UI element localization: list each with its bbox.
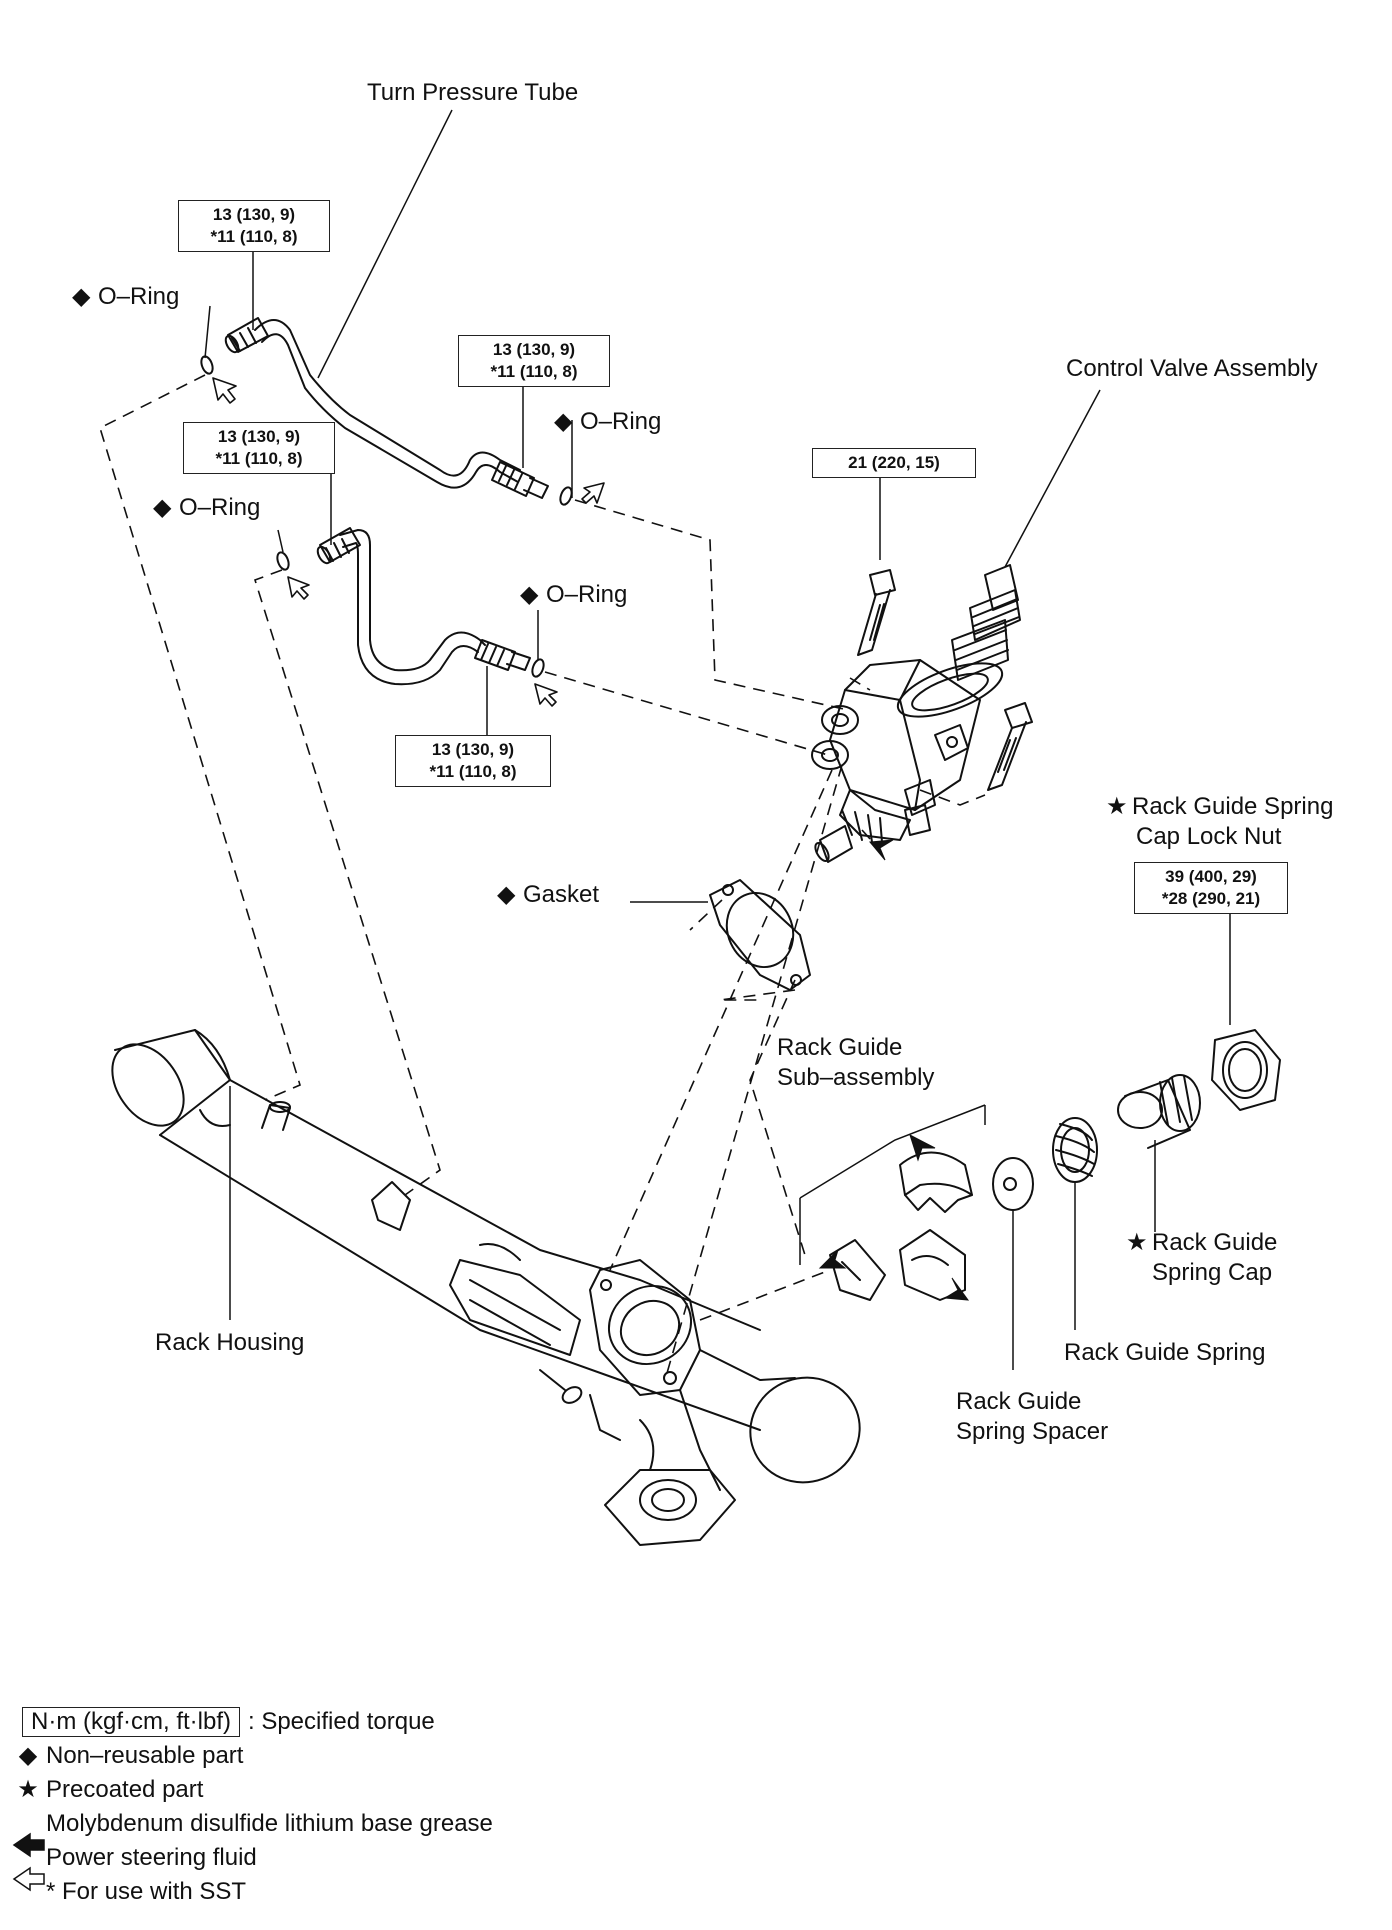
non-reusable-icon: ◆ [72, 283, 91, 310]
legend-torque: N·m (kgf·cm, ft·lbf) : Specified torque [10, 1705, 493, 1739]
torque-box-tube-upper-left: 13 (130, 9) *11 (110, 8) [178, 200, 330, 252]
legend-fluid: Power steering fluid [46, 1844, 257, 1871]
turn-pressure-tube-lower [316, 527, 531, 686]
legend-grease: Molybdenum disulfide lithium base grease [46, 1810, 493, 1837]
control-valve-assembly [811, 564, 1021, 863]
rack-guide-left [829, 1239, 886, 1301]
non-reusable-icon: ◆ [497, 881, 516, 908]
rack-guide-sub-assembly-upper [899, 1151, 973, 1213]
rack-guide-spring-cap [1117, 1074, 1201, 1149]
rack-guide-spring-cap-lock-nut [1211, 1029, 1281, 1111]
non-reusable-icon: ◆ [153, 494, 172, 521]
non-reusable-icon: ◆ [554, 408, 573, 435]
label-o-ring-3: ◆O–Ring [153, 494, 261, 521]
precoated-icon: ★ [17, 1776, 39, 1803]
rack-guide-spring [1052, 1117, 1098, 1183]
label-o-ring-1: ◆O–Ring [72, 283, 180, 310]
control-valve-bolt-upper [857, 569, 896, 656]
label-o-ring-2: ◆O–Ring [554, 408, 662, 435]
torque-box-tube-lower-right: 13 (130, 9) *11 (110, 8) [395, 735, 551, 787]
turn-pressure-tube-upper [224, 317, 549, 499]
label-rack-guide-spring: Rack Guide Spring [1064, 1339, 1266, 1366]
label-rack-guide-spring-cap-lock-nut: ★Rack Guide Spring Cap Lock Nut [1106, 793, 1334, 850]
precoated-icon: ★ [1126, 1229, 1148, 1256]
rack-guide-sub-assembly-lower [899, 1229, 966, 1301]
legend-non-reusable: ◆ Non–reusable part [10, 1739, 493, 1773]
torque-unit-box: N·m (kgf·cm, ft·lbf) [22, 1707, 240, 1737]
o-ring-2 [559, 486, 573, 506]
o-ring-3 [276, 551, 290, 571]
label-turn-pressure-tube: Turn Pressure Tube [367, 79, 579, 106]
precoated-icon: ★ [1106, 793, 1128, 820]
gasket [709, 879, 811, 991]
legend-symbols [12, 1832, 45, 1892]
non-reusable-icon: ◆ [18, 1742, 38, 1769]
label-rack-guide-sub-assembly: Rack Guide Sub–assembly [777, 1034, 935, 1091]
rack-guide-spring-spacer [992, 1157, 1034, 1211]
label-rack-guide-spring-cap: ★Rack Guide Spring Cap [1126, 1229, 1278, 1286]
label-gasket: ◆Gasket [497, 881, 600, 908]
torque-box-tube-upper-right: 13 (130, 9) *11 (110, 8) [458, 335, 610, 387]
label-control-valve-assembly: Control Valve Assembly [1066, 355, 1318, 382]
legend-precoated: ★ Precoated part [10, 1773, 493, 1807]
legend: N·m (kgf·cm, ft·lbf) : Specified torque … [10, 1705, 493, 1909]
torque-box-tube-lower-left: 13 (130, 9) *11 (110, 8) [183, 422, 335, 474]
torque-box-control-valve-bolt: 21 (220, 15) [812, 448, 976, 478]
non-reusable-icon: ◆ [520, 581, 539, 608]
legend-sst: * For use with SST [46, 1878, 247, 1905]
rack-housing [111, 1029, 861, 1546]
torque-box-lock-nut: 39 (400, 29) *28 (290, 21) [1134, 862, 1288, 914]
label-rack-guide-spring-spacer: Rack Guide Spring Spacer [956, 1388, 1109, 1445]
control-valve-bolt-lower [987, 702, 1033, 791]
o-ring-1 [200, 355, 214, 375]
label-o-ring-4: ◆O–Ring [520, 581, 628, 608]
o-ring-4 [531, 658, 545, 678]
label-rack-housing: Rack Housing [155, 1329, 305, 1356]
